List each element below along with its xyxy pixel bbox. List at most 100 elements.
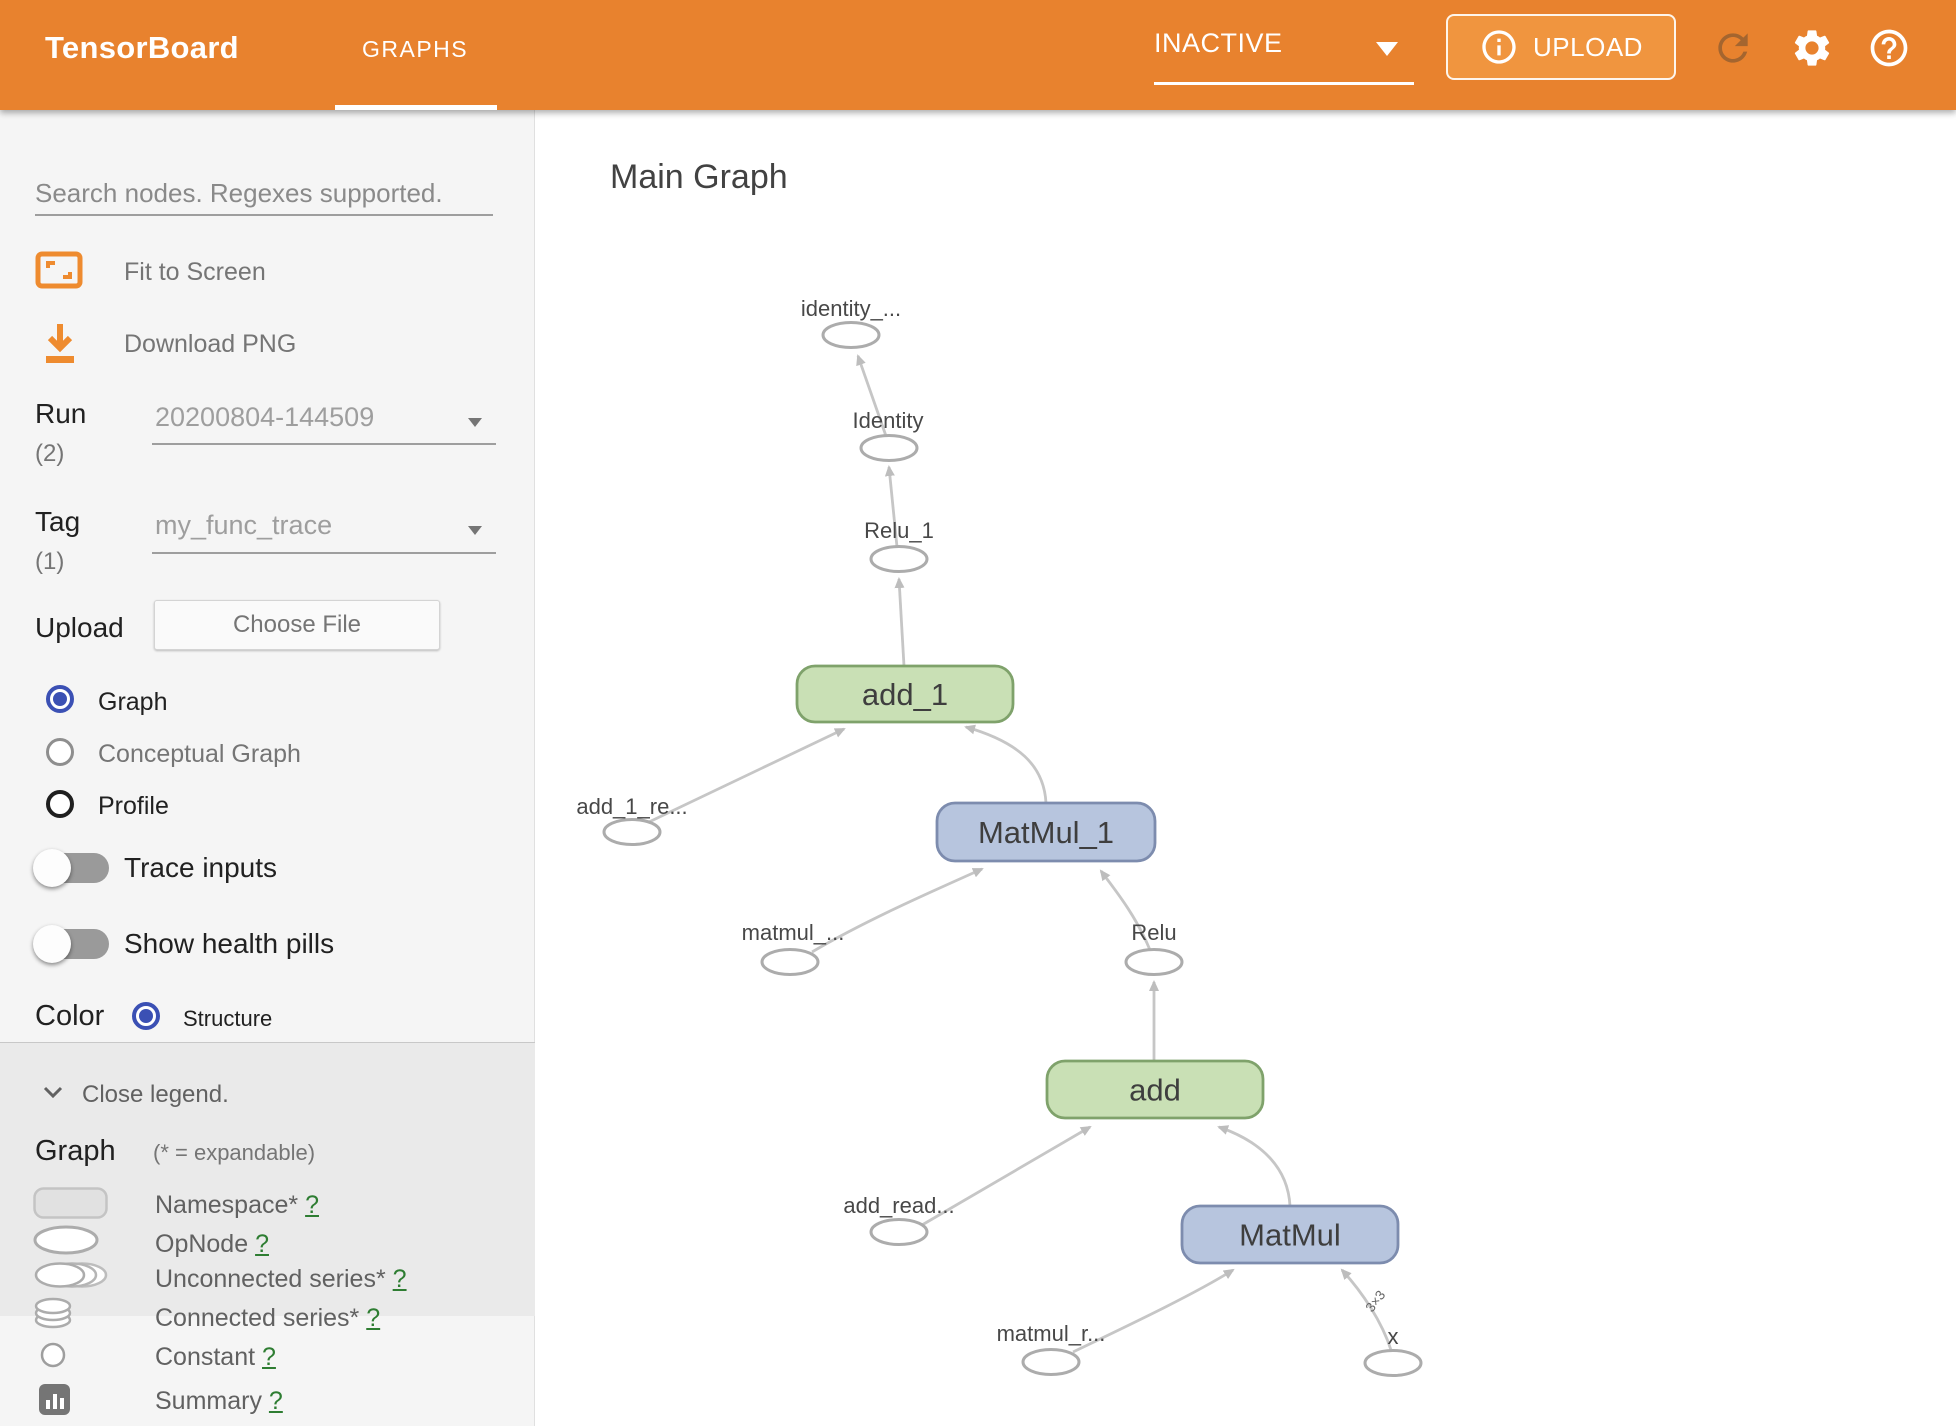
- run-count: (2): [35, 440, 65, 467]
- legend-title: Graph: [35, 1135, 116, 1167]
- fit-to-screen-button[interactable]: Fit to Screen: [124, 258, 266, 286]
- run-label: Run: [35, 398, 87, 429]
- radio-profile[interactable]: [46, 790, 74, 818]
- trace-inputs-label: Trace inputs: [124, 852, 278, 883]
- opnode-label: add_read...: [843, 1193, 954, 1218]
- help-link[interactable]: ?: [262, 1343, 276, 1371]
- constant-swatch: [38, 1341, 68, 1376]
- help-link[interactable]: ?: [255, 1230, 269, 1258]
- run-dropdown-underline: [152, 443, 496, 445]
- opnode-label: x: [1388, 1324, 1399, 1349]
- graph-node-label: MatMul: [1239, 1218, 1341, 1253]
- color-label: Color: [35, 1000, 105, 1032]
- graph-node-label: add_1: [862, 677, 948, 712]
- legend-subtitle: (* = expandable): [153, 1140, 316, 1165]
- graph-edge: [884, 465, 899, 548]
- opnode-label: Identity: [853, 408, 924, 433]
- help-link[interactable]: ?: [366, 1304, 381, 1332]
- status-dropdown[interactable]: INACTIVE: [1154, 28, 1414, 85]
- chevron-down-icon[interactable]: [468, 526, 482, 535]
- graph-node-MatMul[interactable]: [1180, 1204, 1400, 1265]
- graph-node-add[interactable]: [1045, 1059, 1265, 1120]
- tag-count: (1): [35, 548, 65, 575]
- tag-dropdown[interactable]: my_func_trace: [155, 510, 333, 540]
- opnode-label: identity_...: [801, 296, 901, 321]
- radio-profile-label[interactable]: Profile: [98, 792, 169, 820]
- chevron-down-icon[interactable]: [43, 1085, 63, 1103]
- chevron-down-icon: [1376, 42, 1398, 56]
- status-dropdown-value: INACTIVE: [1154, 28, 1283, 58]
- search-input[interactable]: [35, 172, 493, 216]
- download-icon[interactable]: [40, 322, 80, 371]
- opnode-ellipse-x[interactable]: [1363, 1349, 1423, 1377]
- choose-file-button[interactable]: Choose File: [154, 600, 440, 650]
- gear-icon[interactable]: [1790, 26, 1834, 70]
- app-title: TensorBoard: [45, 30, 239, 65]
- graph-edge: [964, 724, 1048, 804]
- opnode-label: matmul_r...: [997, 1321, 1106, 1346]
- radio-color-structure[interactable]: [132, 1002, 160, 1030]
- help-icon[interactable]: [1867, 26, 1911, 70]
- show-health-pills-toggle[interactable]: [33, 925, 109, 963]
- help-link[interactable]: ?: [392, 1265, 407, 1293]
- namespace-swatch: [33, 1187, 108, 1224]
- help-link[interactable]: ?: [305, 1191, 319, 1219]
- upload-button-label: UPLOAD: [1533, 31, 1643, 62]
- opnode-label: Relu_1: [864, 518, 934, 543]
- summary-swatch: [38, 1383, 72, 1422]
- opnode-ellipse-matmul_r[interactable]: [1021, 1348, 1081, 1376]
- info-icon: [1479, 27, 1519, 67]
- tag-dropdown-underline: [152, 552, 496, 554]
- legend-item: Summary ?: [155, 1387, 283, 1415]
- opnode-ellipse-Relu[interactable]: [1124, 948, 1184, 976]
- opnode-ellipse-Identity[interactable]: [859, 434, 919, 462]
- opnode-label: matmul_...: [742, 920, 845, 945]
- trace-inputs-toggle[interactable]: [33, 849, 109, 887]
- sidebar: Fit to Screen Download PNG Run (2) 20200…: [0, 110, 535, 1426]
- graph-edge: [894, 577, 906, 667]
- opnode-ellipse-add_1_re[interactable]: [602, 818, 662, 846]
- opnode-ellipse-Relu_1[interactable]: [869, 545, 929, 573]
- tab-graphs[interactable]: GRAPHS: [362, 36, 469, 62]
- color-structure-label: Structure: [183, 1006, 273, 1031]
- chevron-down-icon[interactable]: [468, 418, 482, 427]
- graph-edge: [1072, 1268, 1235, 1354]
- graph-node-label: add: [1129, 1073, 1181, 1108]
- graph-edge: [648, 727, 846, 824]
- graph-edge: [921, 1125, 1092, 1227]
- legend-item: OpNode ?: [155, 1230, 269, 1258]
- legend-item: Namespace* ?: [155, 1191, 319, 1219]
- close-legend-button[interactable]: Close legend.: [82, 1081, 229, 1108]
- graph-edge: [1099, 869, 1152, 951]
- legend-item: Connected series* ?: [155, 1304, 381, 1332]
- radio-conceptual-graph-label[interactable]: Conceptual Graph: [98, 740, 301, 768]
- graph-node-label: MatMul_1: [978, 815, 1114, 850]
- graph-edge: [811, 867, 984, 954]
- refresh-icon[interactable]: [1711, 26, 1755, 70]
- legend-item: Unconnected series* ?: [155, 1265, 407, 1293]
- run-dropdown[interactable]: 20200804-144509: [155, 402, 375, 432]
- opnode-ellipse-add_read[interactable]: [869, 1218, 929, 1246]
- show-health-pills-label: Show health pills: [124, 928, 335, 959]
- opnode-ellipse-identity_[interactable]: [821, 321, 881, 349]
- graph-node-MatMul_1[interactable]: [935, 801, 1157, 863]
- graph-node-add_1[interactable]: [795, 664, 1015, 724]
- radio-graph-label[interactable]: Graph: [98, 688, 168, 716]
- main-graph-title: Main Graph: [610, 158, 788, 196]
- legend-panel: Close legend. Graph (* = expandable) Nam…: [0, 1042, 535, 1415]
- download-png-button[interactable]: Download PNG: [124, 330, 297, 358]
- upload-button[interactable]: UPLOAD: [1446, 14, 1676, 80]
- radio-conceptual-graph[interactable]: [46, 738, 74, 766]
- tag-label: Tag: [35, 506, 81, 537]
- status-dropdown-underline: [1154, 82, 1414, 85]
- fit-to-screen-icon[interactable]: [35, 251, 83, 294]
- help-link[interactable]: ?: [268, 1387, 283, 1415]
- graph-edge: [856, 354, 888, 437]
- radio-graph[interactable]: [46, 685, 74, 713]
- opnode-ellipse-matmul_[interactable]: [760, 948, 820, 976]
- legend-item: Constant ?: [155, 1343, 276, 1371]
- opnode-swatch: [32, 1225, 100, 1260]
- opnode-label: Relu: [1131, 920, 1176, 945]
- edge-shape-label: 3×3: [1362, 1288, 1388, 1315]
